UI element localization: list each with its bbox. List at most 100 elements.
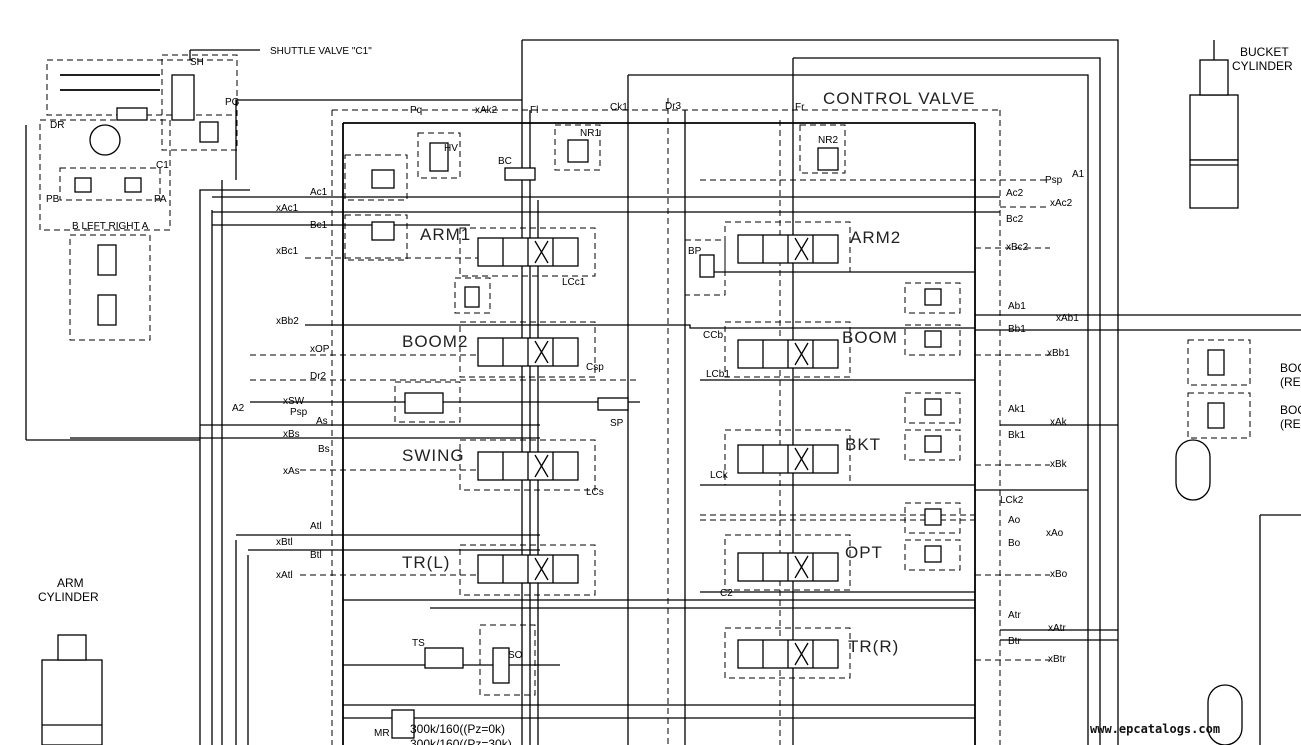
control-valve-title: CONTROL VALVE [823, 89, 976, 108]
port-xak2: xAk2 [475, 105, 498, 116]
port-fl: Fl [530, 105, 538, 116]
pilot-lines [70, 179, 1050, 719]
port-bo: Bo [1008, 538, 1021, 549]
port-xac2: xAc2 [1050, 198, 1073, 209]
port-xbo: xBo [1050, 569, 1068, 580]
section-boom: BOOM [842, 328, 898, 347]
port-atr: Atr [1008, 610, 1021, 621]
port-ck1: Ck1 [610, 102, 628, 113]
port-xak: xAk [1050, 417, 1068, 428]
section-arm2: ARM2 [850, 228, 901, 247]
port-xao: xAo [1046, 528, 1064, 539]
bucket-cylinder-label-2: CYLINDER [1232, 59, 1293, 73]
section-bkt: BKT [845, 435, 881, 454]
port-xac1: xAc1 [276, 203, 299, 214]
misc-components [344, 124, 846, 739]
port-psp-l: Psp [290, 407, 308, 418]
port-atl: Atl [310, 521, 322, 532]
comp-sp: SP [610, 418, 624, 429]
port-xatl: xAtl [276, 570, 293, 581]
watermark: www.epcatalogs.com [1090, 722, 1220, 736]
comp-ts: TS [412, 638, 425, 649]
port-lck2: LCk2 [1000, 495, 1024, 506]
boom-label-2: (RE [1280, 375, 1301, 389]
comp-nr2: NR2 [818, 135, 838, 146]
port-bs: Bs [318, 444, 330, 455]
port-xbs: xBs [283, 429, 300, 440]
comp-sh: SH [190, 57, 204, 68]
spool-boom [737, 339, 839, 369]
port-dr3: Dr3 [665, 101, 682, 112]
comp-pa: PA [154, 194, 167, 205]
comp-lcb1: LCb1 [706, 369, 730, 380]
spool-valves-right [724, 221, 851, 679]
port-xab1: xAb1 [1056, 313, 1079, 324]
comp-so: SO [508, 650, 523, 661]
circuit-label-lr: B LEFT RIGHT A [72, 221, 149, 232]
main-lines [199, 39, 1301, 745]
bucket-cylinder [1189, 40, 1239, 209]
bucket-cylinder-label-1: BUCKET [1240, 45, 1289, 59]
swing-motor-circuit [25, 49, 260, 441]
port-as: As [316, 416, 328, 427]
labels: CONTROL VALVE SHUTTLE VALVE "C1" BUCKET … [38, 45, 1301, 745]
port-xatr: xAtr [1048, 623, 1066, 634]
port-bc2: Bc2 [1006, 214, 1024, 225]
spool-trr [737, 639, 839, 669]
boom-label-1: BOO [1280, 361, 1301, 375]
relief-valves-right [904, 282, 961, 571]
spool-boom2 [477, 337, 579, 367]
section-arm1: ARM1 [420, 225, 471, 244]
boom-label-4: (RE [1280, 417, 1301, 431]
comp-pb: PB [46, 194, 60, 205]
port-xas: xAs [283, 466, 300, 477]
port-dr2: Dr2 [310, 371, 327, 382]
arm-cylinder-label-1: ARM [57, 576, 84, 590]
comp-lcs: LCs [586, 487, 604, 498]
port-a1: A1 [1072, 169, 1085, 180]
spool-swing [477, 451, 579, 481]
port-xbc2: xBc2 [1006, 242, 1029, 253]
comp-pg: PG [225, 97, 240, 108]
port-xbtl: xBtl [276, 537, 293, 548]
section-trl: TR(L) [402, 553, 450, 572]
port-xbb1: xBb1 [1047, 348, 1070, 359]
section-opt: OPT [845, 543, 883, 562]
section-swing: SWING [402, 446, 465, 465]
shuttle-valve-label: SHUTTLE VALVE "C1" [270, 46, 372, 57]
section-trr: TR(R) [848, 637, 899, 656]
port-bk1: Bk1 [1008, 430, 1026, 441]
port-ao: Ao [1008, 515, 1021, 526]
section-boom2: BOOM2 [402, 332, 468, 351]
relief-setting-2: 300k/160((Pz=30k) [410, 737, 512, 745]
port-xop: xOP [310, 344, 330, 355]
relief-setting-1: 300k/160((Pz=0k) [410, 722, 505, 736]
port-ac2: Ac2 [1006, 188, 1024, 199]
comp-c2: C2 [720, 588, 733, 599]
port-xsw: xSW [283, 396, 305, 407]
port-xbk: xBk [1050, 459, 1068, 470]
spool-trl [477, 554, 579, 584]
comp-lck: LCk [710, 470, 729, 481]
spool-arm1 [477, 237, 579, 267]
port-ab1: Ab1 [1008, 301, 1026, 312]
spool-bkt [737, 444, 839, 474]
comp-c1: C1 [156, 160, 169, 171]
arm-cylinder [41, 634, 103, 745]
boom-reliefs [1175, 339, 1301, 745]
port-xbtr: xBtr [1048, 654, 1066, 665]
port-btl: Btl [310, 550, 322, 561]
comp-ccb: CCb [703, 330, 723, 341]
comp-csp: Csp [586, 362, 604, 373]
spool-opt [737, 552, 839, 582]
comp-lcc1: LCc1 [562, 277, 586, 288]
port-ak1: Ak1 [1008, 404, 1026, 415]
comp-dr: DR [50, 120, 64, 131]
port-bb1: Bb1 [1008, 324, 1026, 335]
comp-nr1: NR1 [580, 128, 600, 139]
comp-bc: BC [498, 156, 512, 167]
arm-cylinder-label-2: CYLINDER [38, 590, 99, 604]
port-btr: Btr [1008, 636, 1021, 647]
port-bc1: Bc1 [310, 220, 328, 231]
